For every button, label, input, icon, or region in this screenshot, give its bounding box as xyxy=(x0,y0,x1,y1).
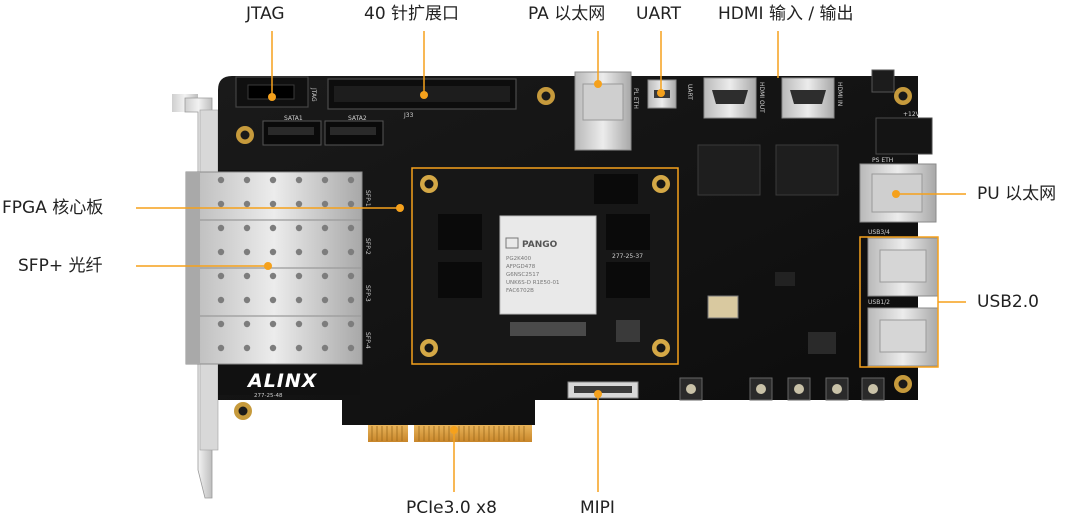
pu-ethernet-port: PS ETH xyxy=(859,157,937,223)
label-mipi: MIPI xyxy=(580,498,615,518)
silk-board-code: 277-25-48 xyxy=(254,393,283,399)
callout-pu-ethernet xyxy=(892,190,966,198)
board-silk: ALINX 277-25-48 SFP-1 SFP-2 SFP-3 SFP-4 xyxy=(246,190,371,399)
base-board-chips xyxy=(697,144,839,354)
label-uart: UART xyxy=(636,4,682,24)
mounting-holes xyxy=(234,87,912,420)
sata-connectors: SATA1 SATA2 xyxy=(262,115,384,146)
hdmi-ports: HDMI OUT HDMI IN xyxy=(703,77,843,119)
silk-ps-eth: PS ETH xyxy=(872,157,893,164)
silk-hdmi-out: HDMI OUT xyxy=(758,82,765,113)
brand-logo: ALINX xyxy=(246,370,318,392)
chip-line-2: AFPGD478 xyxy=(506,264,536,270)
label-pa-ethernet: PA 以太网 xyxy=(528,4,606,24)
label-fpga-core: FPGA 核心板 xyxy=(2,198,104,218)
usb-ports: USB3/4 USB1/2 xyxy=(867,229,939,367)
callout-usb xyxy=(859,236,966,368)
core-code: 277-25-37 xyxy=(612,253,643,260)
callout-fpga xyxy=(136,204,404,212)
silk-usb34: USB3/4 xyxy=(868,229,890,236)
chip-line-5: FAC6702B xyxy=(506,288,534,294)
jtag-connector: JTAG xyxy=(235,76,317,108)
silk-pl-eth: PL ETH xyxy=(632,88,639,109)
silk-sata2: SATA2 xyxy=(348,115,367,122)
silk-usb12: USB1/2 xyxy=(868,299,890,306)
callout-uart xyxy=(657,31,665,97)
label-header40: 40 针扩展口 xyxy=(364,4,460,24)
silk-uart: UART xyxy=(686,84,693,100)
chip-line-3: G6NSC2517 xyxy=(506,272,540,278)
silk-j33: J33 xyxy=(403,112,414,119)
pcie-gold-fingers xyxy=(368,425,532,442)
label-sfp: SFP+ 光纤 xyxy=(18,256,103,276)
silk-hdmi-in: HDMI IN xyxy=(836,82,843,106)
pa-ethernet-port: PL ETH xyxy=(574,71,639,151)
label-hdmi-io: HDMI 输入 / 输出 xyxy=(718,4,854,24)
silk-sfp1: SFP-1 xyxy=(364,190,371,207)
callout-lines xyxy=(136,31,966,492)
label-jtag: JTAG xyxy=(246,4,285,24)
silk-jtag: JTAG xyxy=(310,87,317,102)
callout-pa-ethernet xyxy=(594,31,602,88)
callout-pcie xyxy=(450,426,458,492)
silk-sfp3: SFP-3 xyxy=(364,285,371,302)
label-usb: USB2.0 xyxy=(977,292,1039,312)
callout-sfp xyxy=(136,262,272,270)
chip-line-1: PG2K400 xyxy=(506,256,532,262)
label-pu-ethernet: PU 以太网 xyxy=(977,184,1057,204)
fpga-core-board: PANGO PG2K400 AFPGD478 G6NSC2517 UNK6S-D… xyxy=(411,167,679,365)
power-connector: +12V xyxy=(871,69,933,155)
callout-header40 xyxy=(420,31,428,99)
silk-sfp4: SFP-4 xyxy=(364,332,371,349)
silk-sata1: SATA1 xyxy=(284,115,303,122)
silk-sfp2: SFP-2 xyxy=(364,238,371,255)
callout-jtag xyxy=(268,31,276,101)
callout-mipi xyxy=(594,390,602,492)
chip-line-4: UNK6S-D R1E50-01 xyxy=(506,280,559,286)
mipi-connector xyxy=(567,381,639,399)
sfp-cage xyxy=(185,171,363,365)
chip-brand: PANGO xyxy=(522,240,558,250)
silk-12v: +12V xyxy=(903,111,921,118)
label-pcie: PCIe3.0 x8 xyxy=(406,498,497,518)
push-buttons xyxy=(679,377,885,401)
